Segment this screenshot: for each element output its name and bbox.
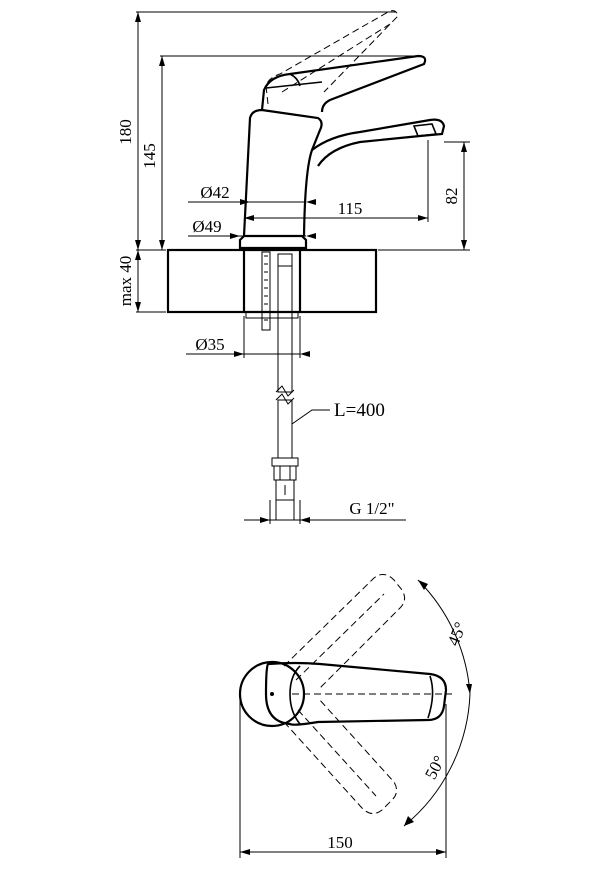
faucet-body: [238, 54, 446, 250]
side-view: 180 145 82 115 Ø42 Ø49 max 40: [116, 10, 470, 524]
supply-hose: [271, 253, 299, 520]
mounting-stud: [245, 251, 299, 331]
lever-rotated-right: [283, 697, 398, 814]
dim-countertop-thickness: max 40: [116, 256, 135, 307]
dim-connection-thread: G 1/2": [349, 499, 394, 518]
dim-body-diameter: Ø42: [200, 183, 229, 202]
lever-top-view: [264, 661, 448, 726]
countertop: [166, 248, 378, 314]
dim-base-diameter: Ø49: [192, 217, 221, 236]
top-view: 45° 50° 150: [238, 574, 472, 858]
dim-lever-angle-up: 45°: [444, 619, 471, 648]
dim-spout-height: 82: [442, 188, 461, 205]
lever-raised-outline: [265, 10, 399, 105]
dim-hole-diameter: Ø35: [195, 335, 224, 354]
dim-height-lever: 145: [140, 143, 159, 169]
dim-height-total: 180: [116, 119, 135, 145]
dim-overall-width: 150: [327, 833, 353, 852]
dim-hose-length: L=400: [334, 400, 385, 421]
lever-rotated-left: [283, 574, 406, 691]
dim-spout-reach: 115: [338, 199, 363, 218]
